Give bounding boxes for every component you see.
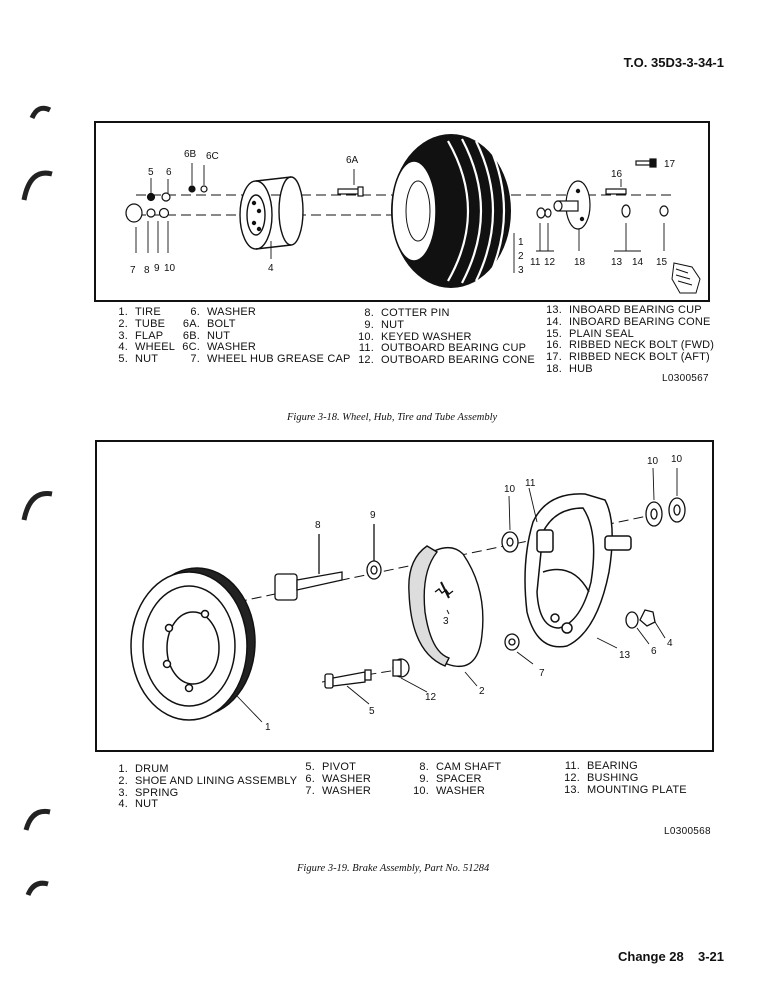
fig18-legend-col4: 13.INBOARD BEARING CUP 14.INBOARD BEARIN… bbox=[546, 304, 715, 375]
mounting-plate-shape bbox=[524, 493, 632, 648]
callout: 8 bbox=[144, 265, 150, 276]
callout: 6 bbox=[166, 167, 172, 178]
callout: 3 bbox=[443, 616, 449, 627]
callout: 13 bbox=[611, 257, 623, 268]
callout: 2 bbox=[479, 686, 485, 697]
callout: 4 bbox=[667, 638, 673, 649]
callout: 7 bbox=[539, 668, 545, 679]
fig19-legend-col1: 1.DRUM 2.SHOE AND LINING ASSEMBLY 3.SPRI… bbox=[118, 763, 298, 811]
callout: 14 bbox=[632, 257, 644, 268]
fig18-legend-col1: 1.TIRE 2.TUBE 3.FLAP 4.WHEEL 5.NUT bbox=[118, 306, 176, 366]
callout: 4 bbox=[268, 263, 274, 274]
tire-shape bbox=[391, 134, 511, 288]
page-number: 3-21 bbox=[698, 949, 725, 964]
callout: 5 bbox=[369, 706, 375, 717]
figure-3-19-illustration: 10 10 10 11 8 9 3 2 7 13 6 4 12 5 1 bbox=[95, 440, 714, 752]
fig18-caption: Figure 3-18. Wheel, Hub, Tire and Tube A… bbox=[287, 412, 498, 423]
callout: 13 bbox=[619, 650, 631, 661]
callout: 6C bbox=[206, 151, 219, 162]
fig19-legend-col4: 11.BEARING 12.BUSHING 13.MOUNTING PLATE bbox=[564, 760, 687, 796]
brake-shoe-shape bbox=[408, 545, 484, 668]
callout: 10 bbox=[504, 484, 516, 495]
brake-assembly-drawing: 10 10 10 11 8 9 3 2 7 13 6 4 12 5 1 bbox=[130, 454, 686, 733]
callout: 2 bbox=[518, 251, 524, 262]
callout: 6B bbox=[184, 149, 197, 160]
callout: 10 bbox=[671, 454, 683, 465]
wheel-shape bbox=[239, 176, 304, 250]
callout: 5 bbox=[148, 167, 154, 178]
callout: 12 bbox=[544, 257, 556, 268]
callout: 11 bbox=[530, 257, 541, 268]
callout: 6 bbox=[651, 646, 657, 657]
pointing-hand-icon bbox=[671, 262, 701, 294]
callout: 17 bbox=[664, 159, 676, 170]
callout: 8 bbox=[315, 520, 321, 531]
change-number: Change 28 bbox=[618, 949, 684, 964]
callout: 7 bbox=[130, 265, 136, 276]
callout: 11 bbox=[525, 478, 536, 489]
callout: 18 bbox=[574, 257, 586, 268]
fig19-legend-col2: 5.PIVOT 6.WASHER 7.WASHER bbox=[305, 761, 372, 797]
callout: 9 bbox=[370, 510, 376, 521]
callout: 6A bbox=[346, 155, 359, 166]
callout: 1 bbox=[518, 237, 524, 248]
callout: 10 bbox=[164, 263, 176, 274]
callout: 1 bbox=[265, 722, 271, 733]
callout: 16 bbox=[611, 169, 623, 180]
callout: 12 bbox=[425, 692, 437, 703]
fig18-legend-col3: 8.COTTER PIN 9.NUT 10.KEYED WASHER 11.OU… bbox=[358, 307, 535, 367]
fig18-drawing-code: L0300567 bbox=[662, 373, 709, 384]
fig19-legend-col3: 8.CAM SHAFT 9.SPACER 10.WASHER bbox=[413, 761, 502, 797]
wheel-hub-drawing: 6B 6C 6A 5 6 16 17 7 8 9 10 4 1 2 3 11 1… bbox=[125, 134, 701, 294]
doc-number: T.O. 35D3-3-34-1 bbox=[623, 55, 724, 70]
figure-3-18-illustration: 6B 6C 6A 5 6 16 17 7 8 9 10 4 1 2 3 11 1… bbox=[94, 121, 710, 302]
callout: 3 bbox=[518, 265, 524, 276]
callout: 9 bbox=[154, 263, 160, 274]
grease-cap-shape bbox=[125, 203, 143, 223]
fig19-drawing-code: L0300568 bbox=[664, 826, 711, 837]
fig19-caption: Figure 3-19. Brake Assembly, Part No. 51… bbox=[297, 863, 490, 874]
callout: 10 bbox=[647, 456, 659, 467]
fig18-legend-col2: 6.WASHER 6A.BOLT 6B.NUT 6C.WASHER 7.WHEE… bbox=[182, 306, 351, 366]
callout: 15 bbox=[656, 257, 668, 268]
drum-shape bbox=[130, 567, 256, 721]
